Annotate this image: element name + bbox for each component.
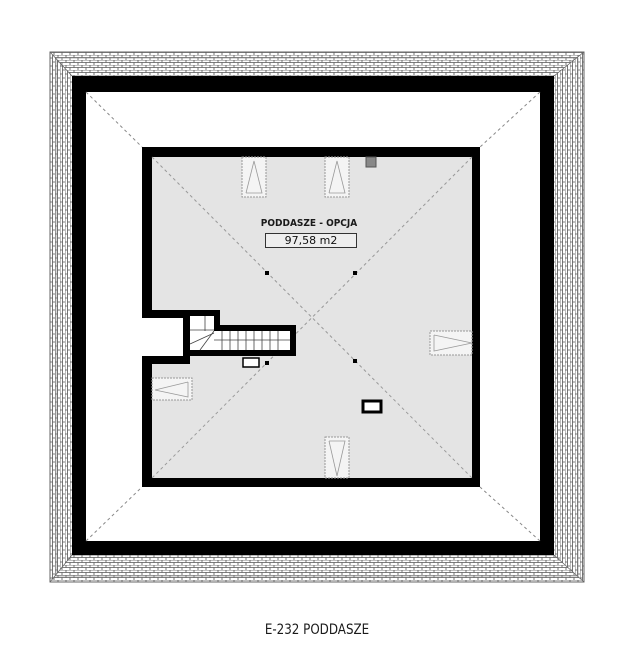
roof-window-3 (429, 330, 473, 356)
roof-window-4 (151, 377, 193, 401)
roof-window-2 (324, 156, 350, 198)
attic-knee-wall (142, 147, 480, 487)
chimney (361, 399, 383, 414)
roof-eave-hatching (49, 51, 585, 583)
drawing-caption: E-232 PODDASZE (264, 622, 370, 638)
room-area: 97,58 m2 (265, 233, 357, 248)
roof-window-1 (241, 156, 267, 198)
room-name: PODDASZE - OPCJA (260, 218, 358, 229)
roof-hip-lines (85, 91, 541, 542)
roof-window-5 (324, 436, 350, 479)
vent-icon (365, 156, 377, 168)
structural-posts (265, 271, 357, 363)
staircase (183, 310, 296, 368)
